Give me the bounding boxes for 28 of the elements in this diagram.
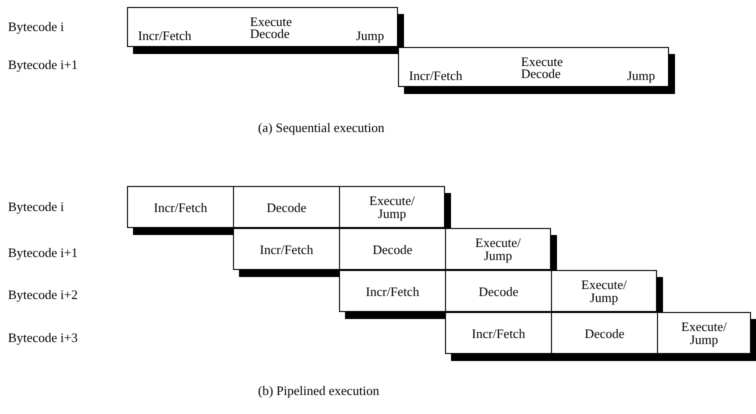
stage-label: Jump [627, 68, 656, 84]
stage-label: Jump [356, 28, 384, 44]
stage-label: Incr/Fetch [154, 200, 208, 214]
stage-label: Decode [584, 326, 624, 340]
caption: (b) Pipelined execution [258, 383, 380, 399]
stage-label: Decode [478, 284, 518, 298]
stage-label: Execute [521, 54, 563, 69]
stage-label: Decode [372, 242, 412, 256]
stage-label: Decode [521, 66, 561, 82]
stage-label: Execute/ Jump [680, 320, 728, 346]
row-label: Bytecode i+3 [8, 330, 78, 346]
stage-label: Execute/ Jump [368, 194, 416, 220]
stage-label: Decode [266, 200, 306, 214]
stage-label: Decode [250, 26, 290, 42]
row-label: Bytecode i+2 [8, 287, 78, 303]
stage-label: Incr/Fetch [366, 284, 420, 298]
row-label: Bytecode i+1 [8, 245, 78, 261]
stage-label: Incr/Fetch [472, 326, 526, 340]
stage-label: Execute/ Jump [474, 236, 522, 262]
row-label: Bytecode i [8, 199, 64, 215]
stage-label: Execute [250, 14, 292, 29]
stage-label: Incr/Fetch [138, 28, 192, 44]
row-label: Bytecode i+1 [8, 57, 78, 73]
stage-label: Execute/ Jump [580, 278, 628, 304]
stage-label: Incr/Fetch [409, 68, 462, 84]
stage-label: Incr/Fetch [260, 242, 314, 256]
caption: (a) Sequential execution [258, 120, 384, 136]
row-label: Bytecode i [8, 19, 64, 35]
